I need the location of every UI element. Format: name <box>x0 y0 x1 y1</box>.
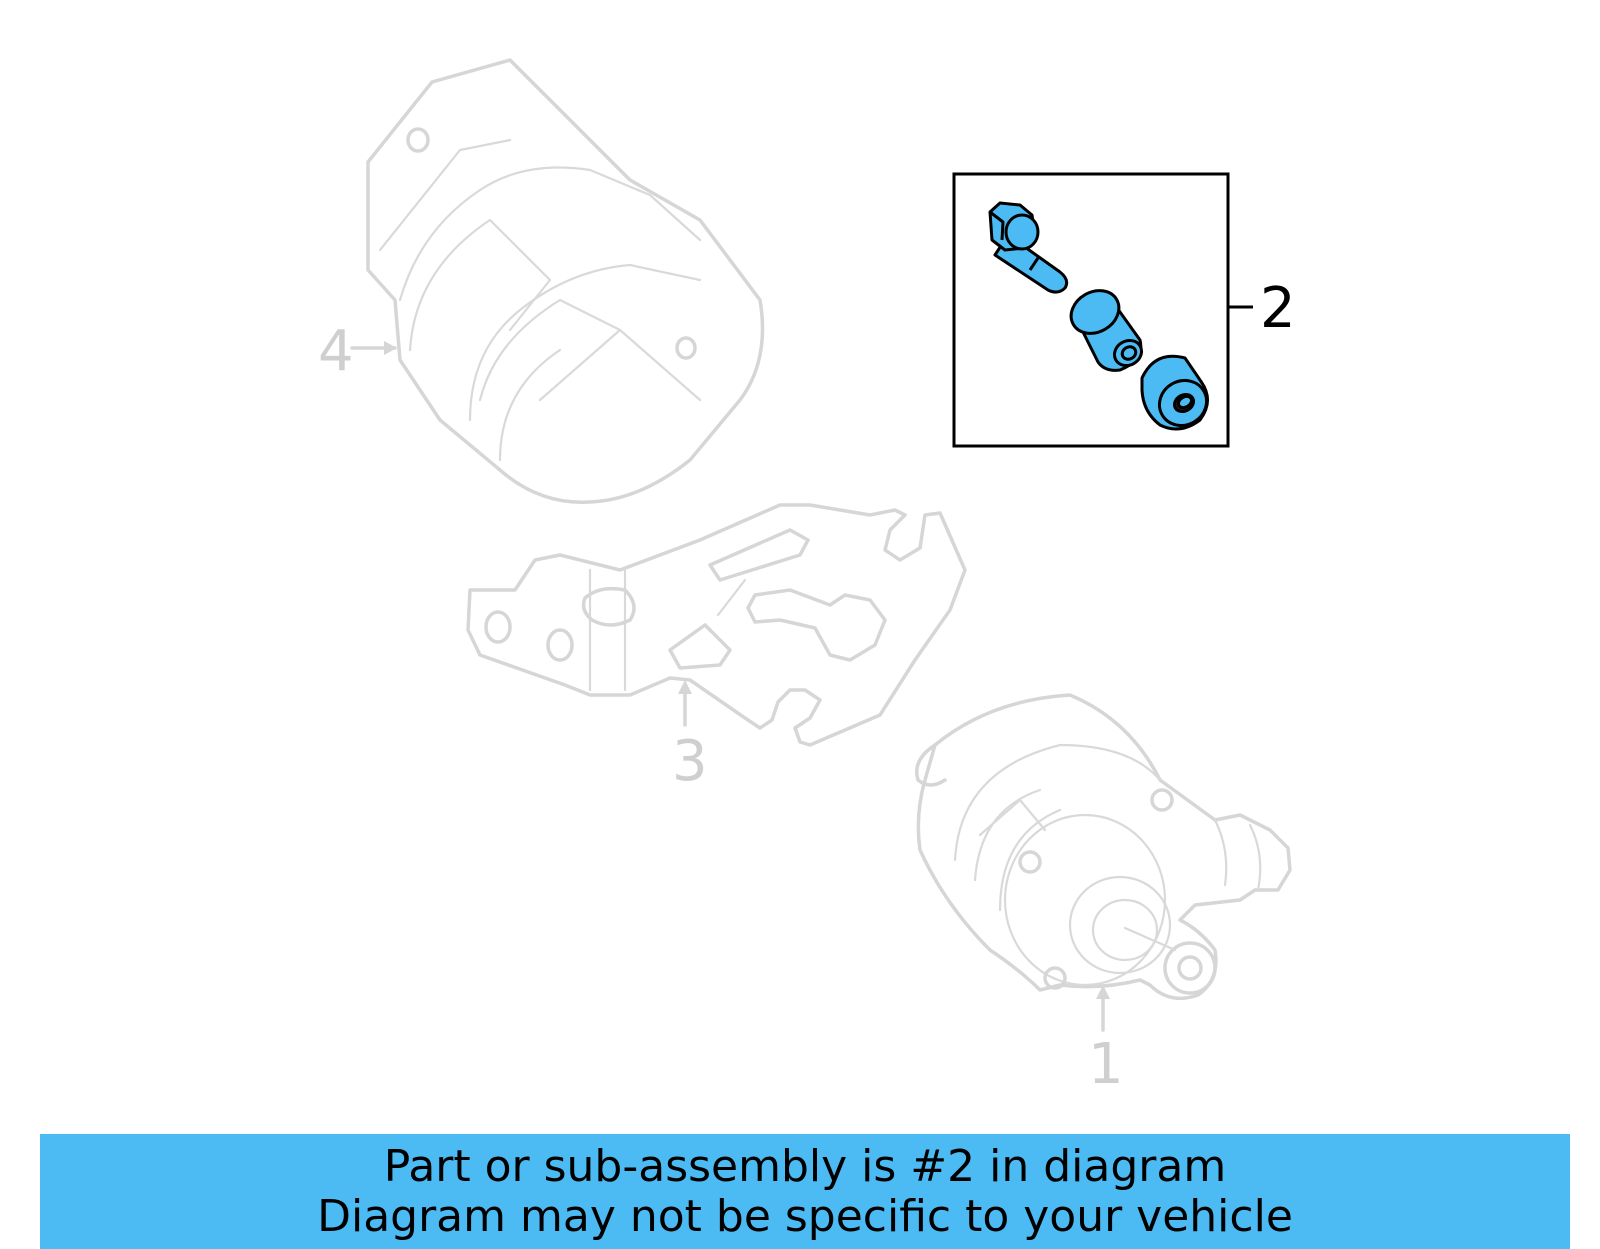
part-2-group <box>952 172 1230 448</box>
callout-4-arrowhead <box>384 341 397 355</box>
banner-line-2: Diagram may not be specific to your vehi… <box>317 1191 1293 1242</box>
banner-line-1: Part or sub-assembly is #2 in diagram <box>383 1141 1227 1192</box>
callout-3-arrowhead <box>678 680 692 694</box>
callout-3: 3 <box>672 680 708 794</box>
callout-1: 1 <box>1088 985 1124 1097</box>
callout-1-label: 1 <box>1088 1032 1124 1097</box>
callout-4: 4 <box>318 319 397 384</box>
callout-2-label: 2 <box>1260 276 1296 341</box>
callout-1-arrowhead <box>1096 985 1110 999</box>
callout-4-label: 4 <box>318 319 354 384</box>
part-2-bolt <box>988 201 1069 294</box>
info-banner: Part or sub-assembly is #2 in diagram Di… <box>40 1134 1570 1249</box>
part-4-cover-drawing <box>366 58 765 504</box>
part-3-bracket-drawing <box>466 503 967 747</box>
callout-3-label: 3 <box>672 729 708 794</box>
part-2-sleeve <box>1069 289 1144 372</box>
part-2-rubber-bushing <box>1140 354 1209 431</box>
callout-2: 2 <box>1228 276 1296 341</box>
part-1-pump-drawing <box>915 693 1292 1001</box>
